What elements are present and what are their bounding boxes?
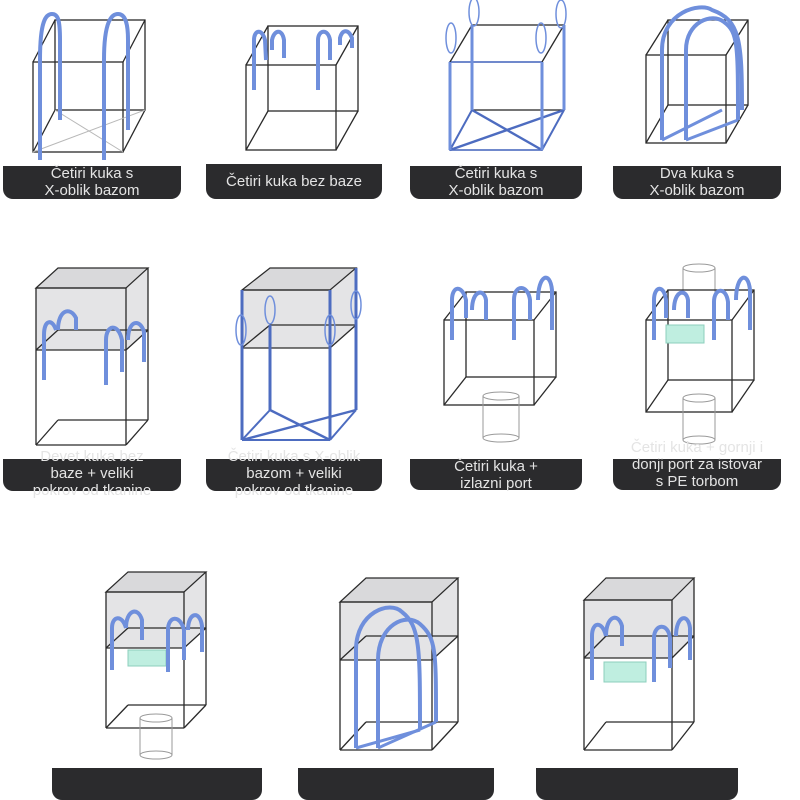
bag-7-caption-text: Četiri kuka + izlazni port bbox=[454, 457, 538, 492]
bulk-bag-icon bbox=[104, 571, 208, 760]
bag-2-caption-text: Četiri kuka bez baze bbox=[226, 173, 362, 190]
bag-7-caption: Četiri kuka + izlazni port bbox=[410, 457, 582, 492]
bulk-bag-icon bbox=[32, 11, 146, 160]
bulk-bag-icon bbox=[582, 577, 696, 751]
bag-5-caption: Devet kuka bez baze + veliki pokrov od t… bbox=[3, 448, 181, 499]
bag-11-caption bbox=[536, 768, 738, 800]
bulk-bag-icon bbox=[445, 0, 567, 152]
bag-10-caption bbox=[298, 768, 494, 800]
bulk-bag-icon bbox=[645, 263, 755, 445]
bag-6-caption: Četiri kuka s X-oblik bazom + veliki pok… bbox=[206, 448, 382, 499]
bag-3-caption: Četiri kuka s X-oblik bazom bbox=[410, 164, 582, 199]
bag-3-caption-text: Četiri kuka s X-oblik bazom bbox=[448, 164, 544, 199]
bag-5-caption-text: Devet kuka bez baze + veliki pokrov od t… bbox=[32, 447, 152, 499]
bag-2-caption: Četiri kuka bez baze bbox=[206, 164, 382, 199]
bag-8-caption-text: Četiri kuka + gornji i donji port za ist… bbox=[630, 439, 764, 490]
bulk-bag-icon bbox=[645, 5, 749, 144]
bag-6-caption-text: Četiri kuka s X-oblik bazom + veliki pok… bbox=[227, 447, 361, 499]
bag-9-caption bbox=[52, 768, 262, 800]
bulk-bag-icon bbox=[443, 275, 557, 443]
bulk-bag-icon bbox=[235, 267, 362, 442]
bag-1-caption: Četiri kuka s X-oblik bazom bbox=[3, 164, 181, 199]
bag-8-caption: Četiri kuka + gornji i donji port za ist… bbox=[613, 439, 781, 490]
bulk-bag-icon bbox=[245, 25, 359, 151]
bag-4-caption: Dva kuka s X-oblik bazom bbox=[613, 164, 781, 199]
bulk-bag-icon bbox=[338, 577, 460, 751]
bag-4-caption-text: Dva kuka s X-oblik bazom bbox=[649, 164, 745, 199]
bulk-bag-icon bbox=[34, 267, 150, 446]
bag-1-caption-text: Četiri kuka s X-oblik bazom bbox=[44, 164, 140, 199]
